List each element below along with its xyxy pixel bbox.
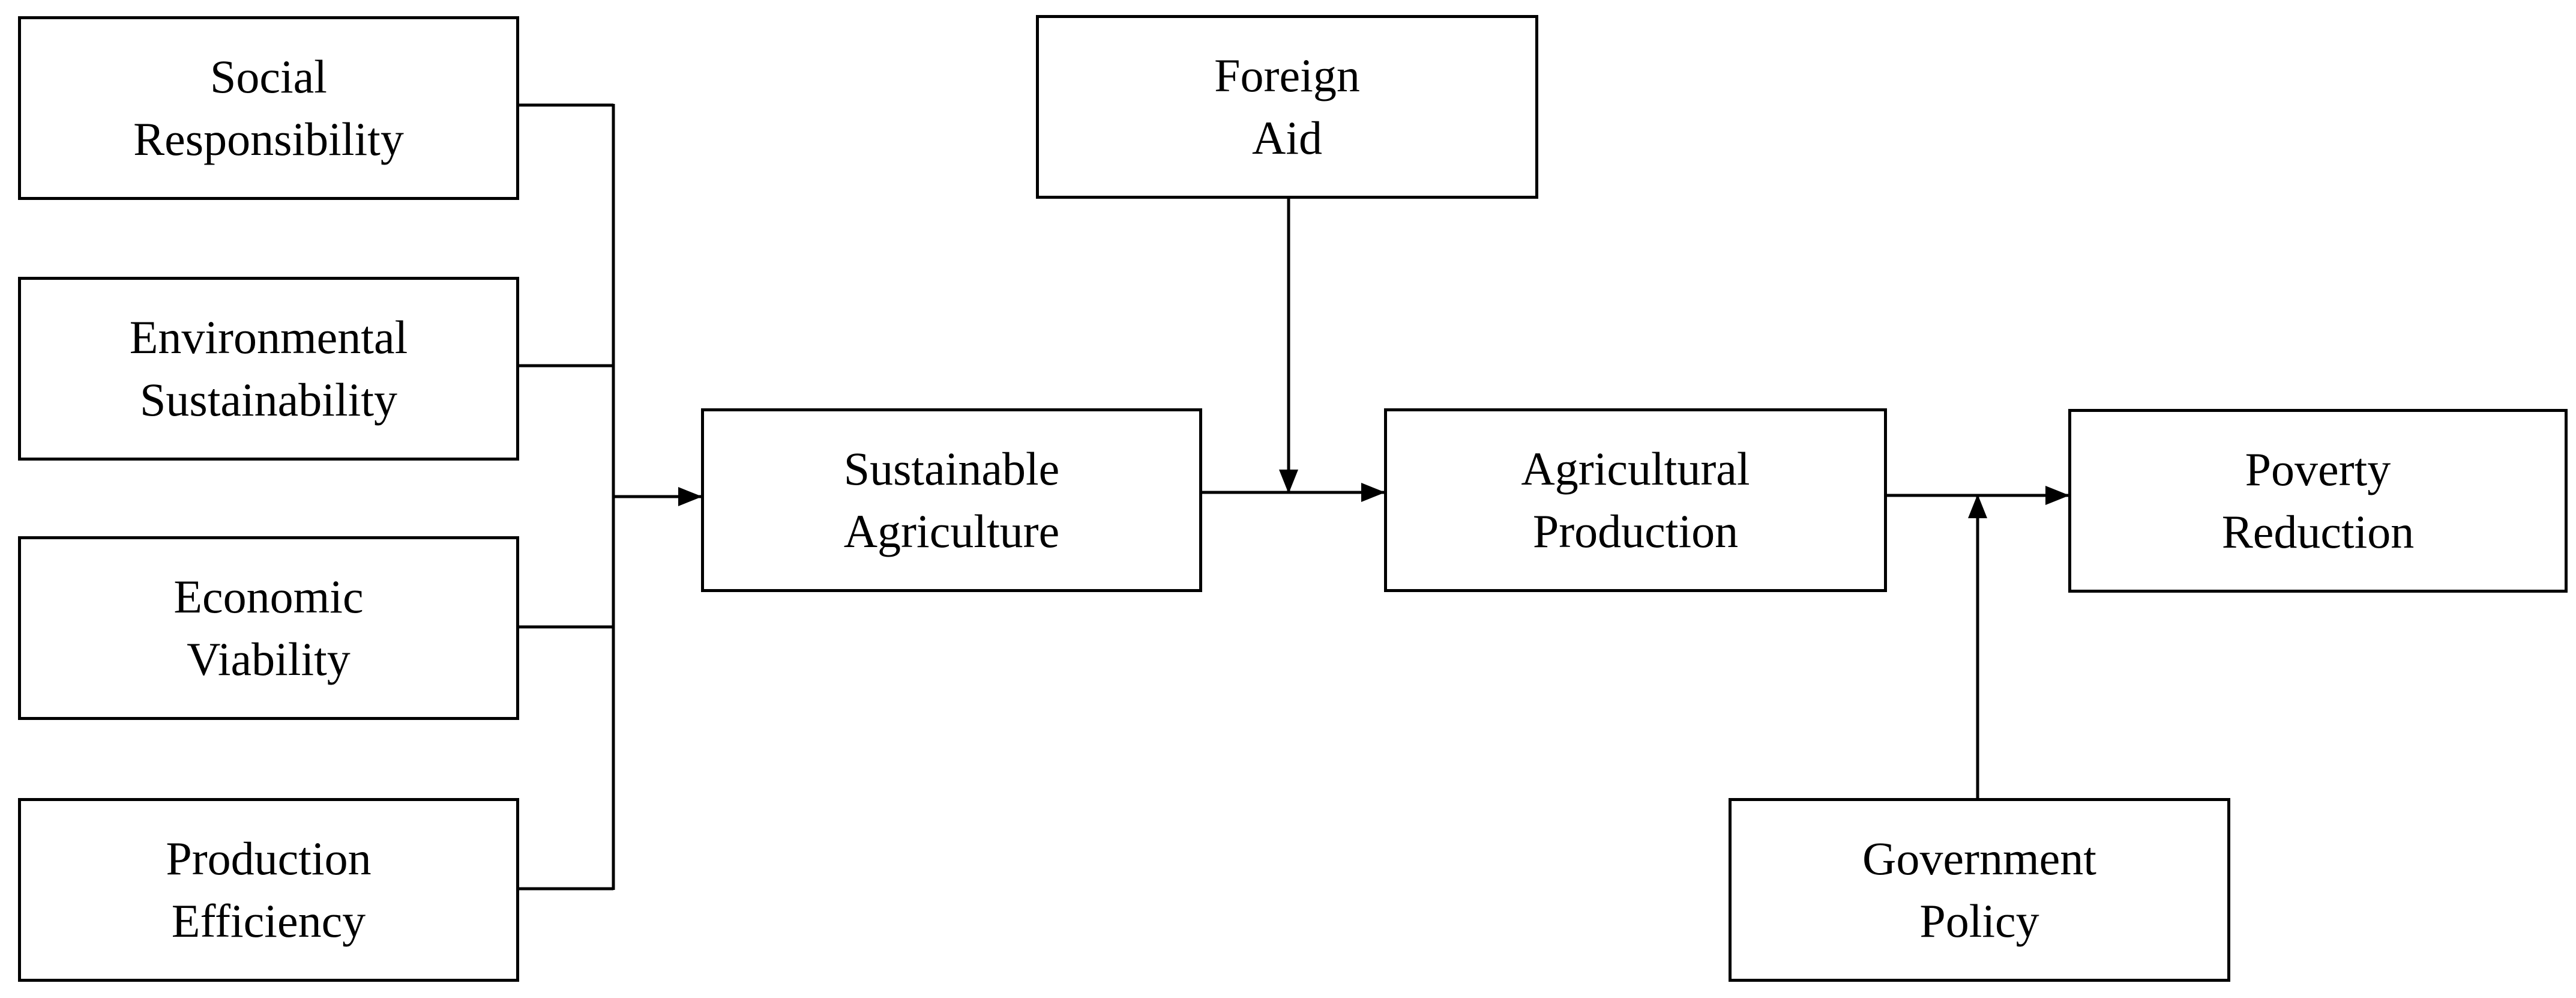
government-policy-box: Government Policy <box>1729 798 2230 982</box>
government-policy-label: Government Policy <box>1862 832 2096 947</box>
production-efficiency-box: Production Efficiency <box>18 798 519 982</box>
sustainable-agriculture-label: Sustainable Agriculture <box>843 443 1060 557</box>
social-responsibility-box: Social Responsibility <box>18 16 519 200</box>
agricultural-production-label: Agricultural Production <box>1521 443 1750 557</box>
production-efficiency-label: Production Efficiency <box>166 832 372 947</box>
environmental-sustainability-label: Environmental Sustainability <box>129 311 408 426</box>
environmental-sustainability-box: Environmental Sustainability <box>18 277 519 461</box>
poverty-reduction-box: Poverty Reduction <box>2068 409 2568 593</box>
foreign-aid-box: Foreign Aid <box>1036 15 1538 199</box>
foreign-aid-label: Foreign Aid <box>1214 49 1360 164</box>
social-responsibility-label: Social Responsibility <box>133 50 404 165</box>
agricultural-production-box: Agricultural Production <box>1384 408 1887 592</box>
sustainable-agriculture-box: Sustainable Agriculture <box>701 408 1202 592</box>
economic-viability-box: Economic Viability <box>18 536 519 720</box>
economic-viability-label: Economic Viability <box>173 570 364 685</box>
poverty-reduction-label: Poverty Reduction <box>2221 443 2415 558</box>
